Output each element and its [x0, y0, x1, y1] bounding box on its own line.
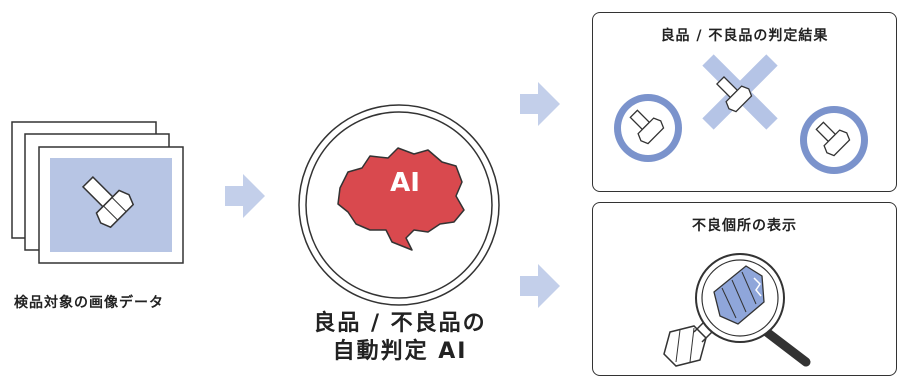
result-illustration [614, 54, 868, 174]
magnifier-illustration [663, 253, 811, 367]
image-stack [11, 121, 184, 264]
ai-caption-line1: 良品 / 不良品の [313, 311, 487, 336]
brain-icon [337, 147, 465, 251]
result-panel-title: 良品 / 不良品の判定結果 [660, 28, 829, 44]
arrow-lower-icon [520, 264, 560, 308]
defect-highlight [713, 265, 765, 325]
arrow-upper-icon [520, 82, 560, 126]
defect-panel-title: 不良個所の表示 [692, 218, 797, 234]
bolt-icon [81, 175, 135, 229]
ai-circle [298, 104, 500, 306]
input-caption: 検品対象の画像データ [14, 295, 164, 311]
magnifier-icon [695, 253, 811, 367]
good-bolt-left-icon [614, 94, 682, 162]
rejected-bolt-icon [702, 54, 778, 130]
ai-caption: 良品 / 不良品の 自動判定 AI [300, 310, 500, 366]
arrow-right-icon [225, 174, 265, 218]
good-bolt-right-icon [800, 106, 868, 174]
ai-caption-line2: 自動判定 AI [332, 339, 468, 364]
ai-badge: AI [390, 168, 420, 198]
